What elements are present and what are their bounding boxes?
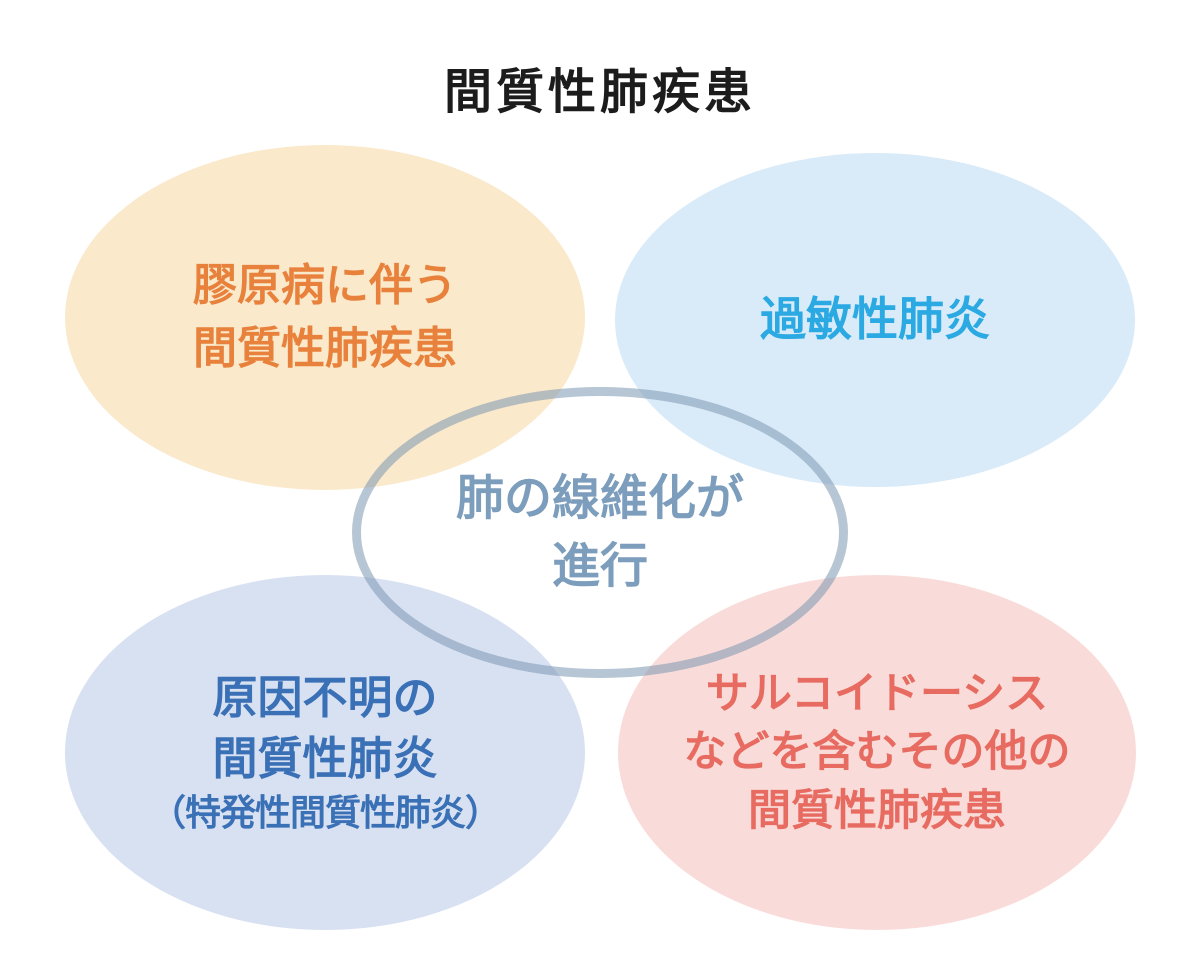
label-line: 進行 [551, 539, 648, 593]
ellipse-idiopathic-interstitial-pneumonia: 原因不明の 間質性肺炎 （特発性間質性肺炎） [65, 575, 585, 930]
label-line: （特発性間質性肺炎） [149, 792, 501, 834]
center-overlap-ring [352, 387, 848, 678]
label-line: 間質性肺疾患 [193, 323, 457, 373]
label-line: 間質性肺炎 [212, 733, 438, 785]
label-line: 肺の線維化が [455, 472, 744, 526]
ellipse-collagen-disease-ild: 膠原病に伴う 間質性肺疾患 [65, 145, 585, 490]
diagram-title: 間質性肺疾患 [443, 66, 756, 119]
center-label-text: 肺の線維化が 進行 [456, 465, 744, 599]
label-line: 過敏性肺炎 [760, 293, 990, 346]
ellipse-label: 膠原病に伴う 間質性肺疾患 [193, 255, 457, 380]
ellipse-label: 原因不明の 間質性肺炎 （特発性間質性肺炎） [149, 667, 501, 838]
label-line: 間質性肺疾患 [748, 786, 1006, 835]
ellipse-label: 過敏性肺炎 [760, 287, 990, 352]
label-line: 原因不明の [212, 671, 438, 723]
label-line: 膠原病に伴う [193, 261, 457, 311]
ellipse-label: サルコイドーシス などを含むその他の 間質性肺疾患 [684, 665, 1071, 840]
label-line: などを含むその他の [683, 728, 1071, 777]
label-line: サルコイドーシス [705, 669, 1049, 718]
center-label: 肺の線維化が 進行 [352, 387, 848, 678]
